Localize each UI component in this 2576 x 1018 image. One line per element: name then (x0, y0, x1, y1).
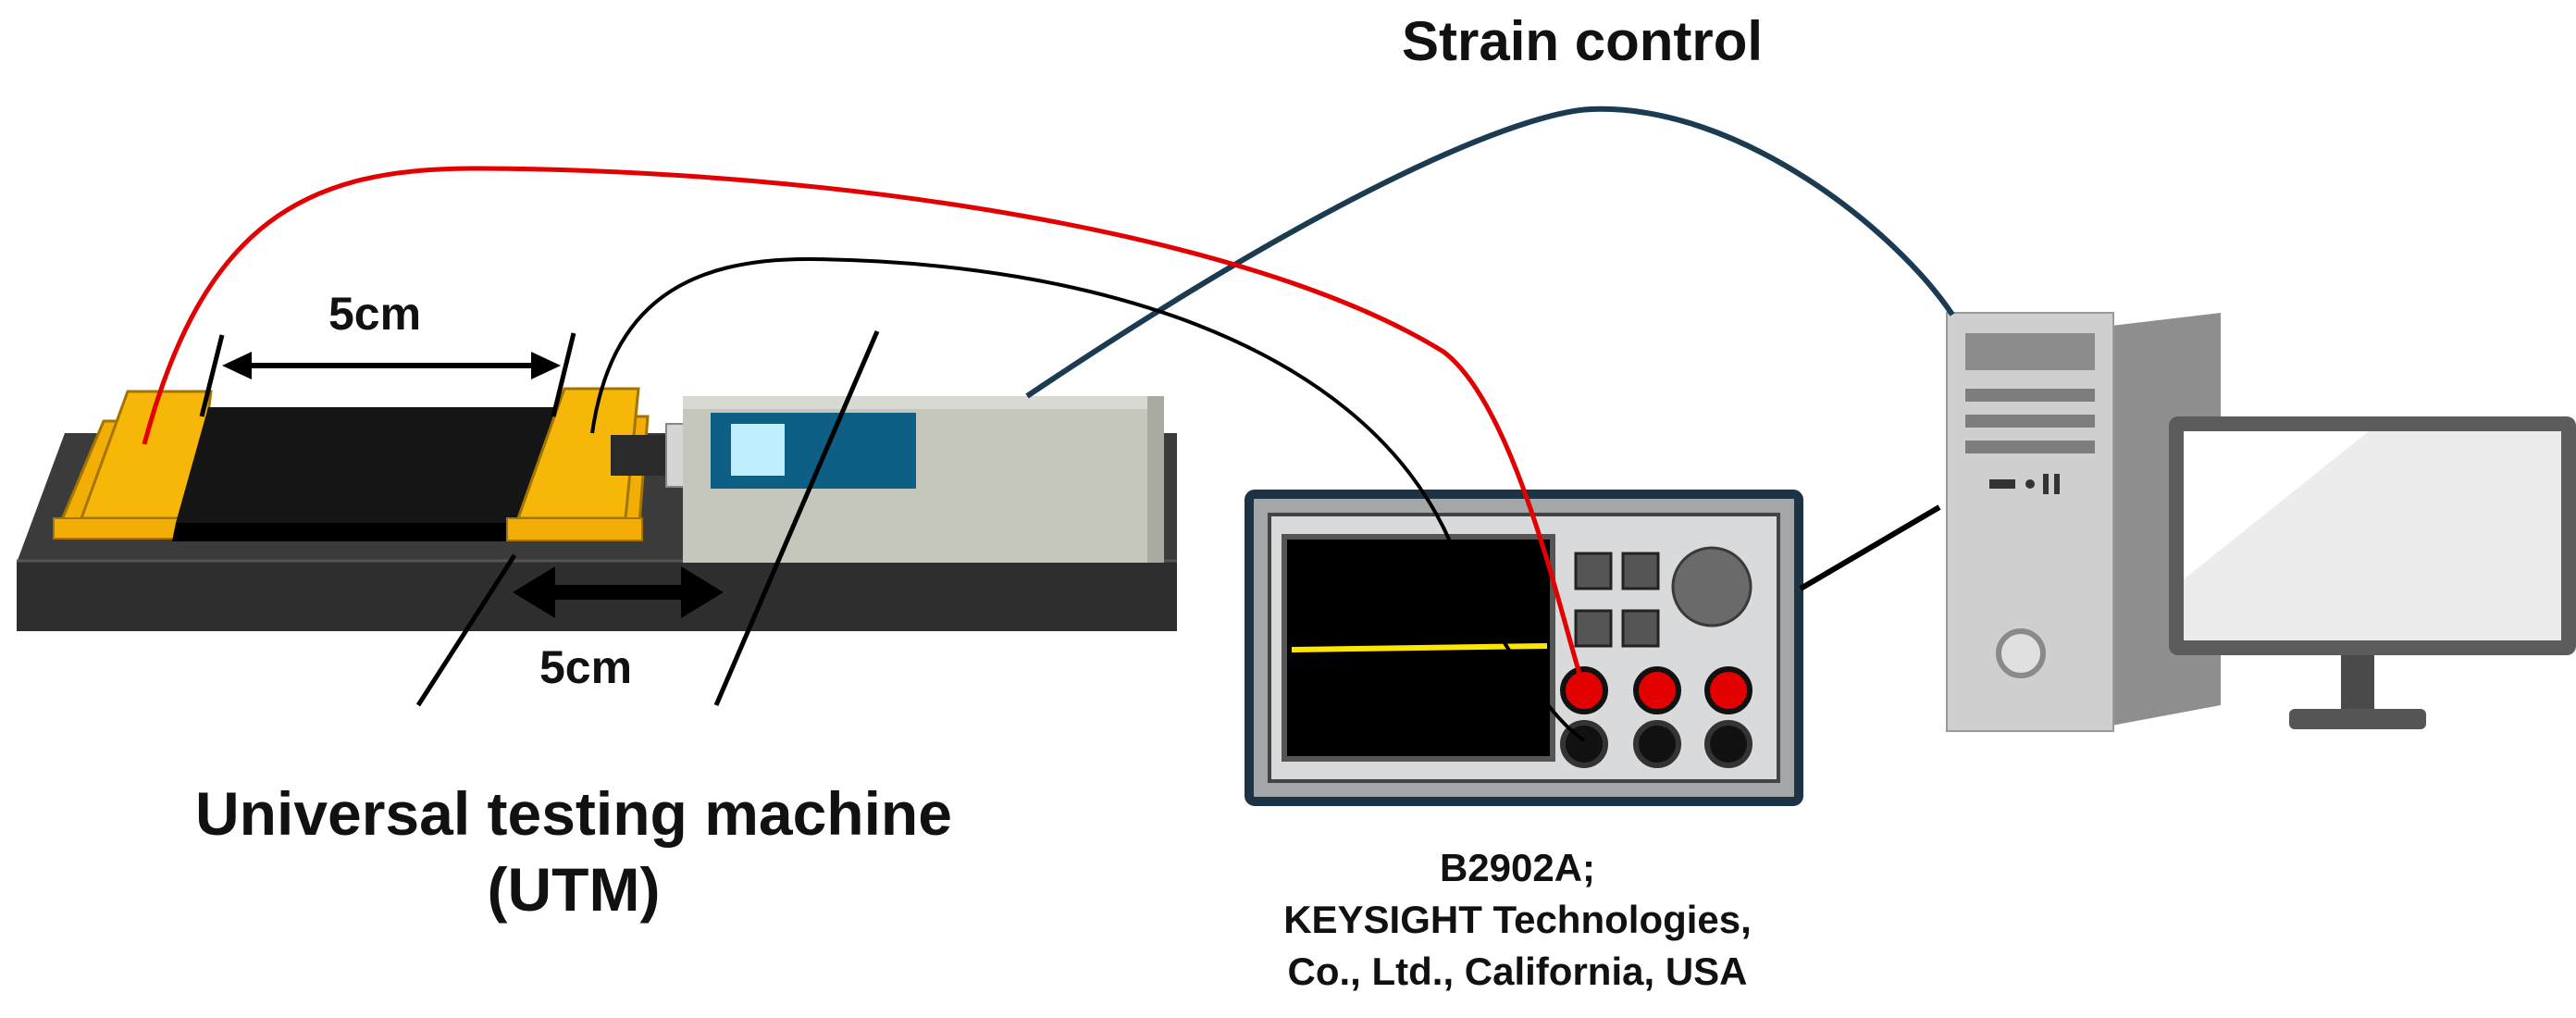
utm-caption: Universal testing machine (UTM) (0, 776, 1147, 927)
smu-caption-line2: KEYSIGHT Technologies, (1283, 898, 1752, 941)
source-measure-unit (1245, 490, 1803, 806)
sample-film (176, 407, 555, 523)
utm-machine (17, 330, 1177, 707)
pc-monitor (2169, 416, 2576, 729)
utm-actuator (683, 396, 1164, 563)
utm-caption-line1: Universal testing machine (195, 779, 952, 848)
data-cable-utm-pc (1025, 106, 1955, 399)
right-clamp (506, 387, 650, 541)
smu-caption-line1: B2902A; (1439, 846, 1596, 889)
utm-display-window (731, 424, 785, 476)
smu-keypad (1574, 552, 1660, 648)
smu-caption-line3: Co., Ltd., California, USA (1287, 950, 1748, 993)
data-cable-smu-pc (1799, 504, 1941, 591)
dimension-sample-length (199, 332, 576, 417)
black-wire (590, 256, 1586, 742)
red-wire (142, 166, 1587, 689)
utm-caption-line2: (UTM) (487, 855, 661, 924)
smu-trace (1291, 643, 1548, 652)
smu-knob (1671, 546, 1752, 627)
dimension-sample-length-label: 5cm (328, 288, 422, 340)
strain-control-label: Strain control (1402, 10, 1764, 72)
smu-terminals (1560, 666, 1752, 768)
smu-caption: B2902A; KEYSIGHT Technologies, Co., Ltd.… (1194, 842, 1841, 998)
dimension-travel (415, 330, 880, 707)
computer (1946, 312, 2576, 732)
pc-tower (1946, 312, 2221, 732)
dimension-travel-label: 5cm (539, 641, 633, 693)
